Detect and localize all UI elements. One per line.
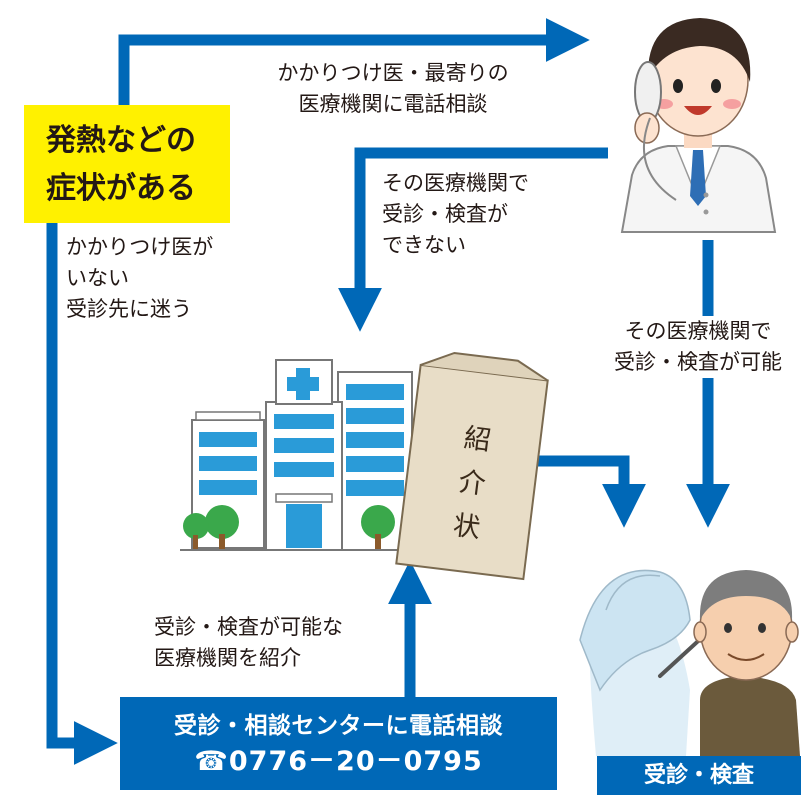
label-line: かかりつけ医・最寄りの — [277, 61, 509, 85]
arrow-symptom-to-center — [46, 223, 118, 765]
label-line: かかりつけ医が — [66, 235, 214, 259]
hospital-icon — [180, 359, 420, 551]
label-line: できない — [382, 233, 466, 257]
label-cannot-exam: その医療機関で 受診・検査が できない — [382, 168, 529, 261]
label-call-doctor: かかりつけ医・最寄りの 医療機関に電話相談 — [248, 58, 538, 120]
doctor-on-phone-icon — [620, 18, 777, 233]
arrow-hospital-to-exam — [537, 455, 646, 528]
label-can-exam: その医療機関で 受診・検査が可能 — [596, 316, 800, 378]
symptom-line: 発熱などの — [46, 123, 196, 158]
label-line: 受診先に迷う — [66, 297, 192, 321]
label-line: 受診・検査が — [382, 202, 508, 226]
symptom-line: 症状がある — [46, 171, 196, 206]
label-line: 受診・検査が可能 — [596, 347, 800, 378]
label-no-doctor: かかりつけ医が いない 受診先に迷う — [66, 232, 213, 325]
referral-letter-icon — [395, 351, 549, 581]
patient-exam-icon — [579, 569, 800, 756]
symptom-box: 発熱などの 症状がある — [24, 105, 230, 223]
exam-box: 受診・検査 — [597, 756, 801, 795]
label-line: その医療機関で — [382, 171, 529, 195]
letter-char: 状 — [451, 510, 482, 545]
label-line: いない — [66, 266, 129, 290]
label-line: その医療機関で — [624, 316, 772, 347]
label-line: 受診・検査が可能な — [154, 615, 343, 639]
label-line: 医療機関を紹介 — [154, 646, 301, 670]
consultation-center-phone: ☎0776－20－0795 — [194, 746, 483, 777]
consultation-center-box: 受診・相談センターに電話相談 ☎0776－20－0795 — [120, 697, 557, 790]
arrow-doctor-to-hospital — [338, 147, 608, 332]
consultation-center-title: 受診・相談センターに電話相談 — [174, 713, 503, 739]
letter-char: 紹 — [462, 422, 493, 457]
label-line: 医療機関に電話相談 — [298, 92, 488, 116]
label-introduce: 受診・検査が可能な 医療機関を紹介 — [154, 612, 343, 674]
arrow-symptom-to-doctor — [118, 18, 590, 105]
letter-char: 介 — [456, 466, 488, 501]
